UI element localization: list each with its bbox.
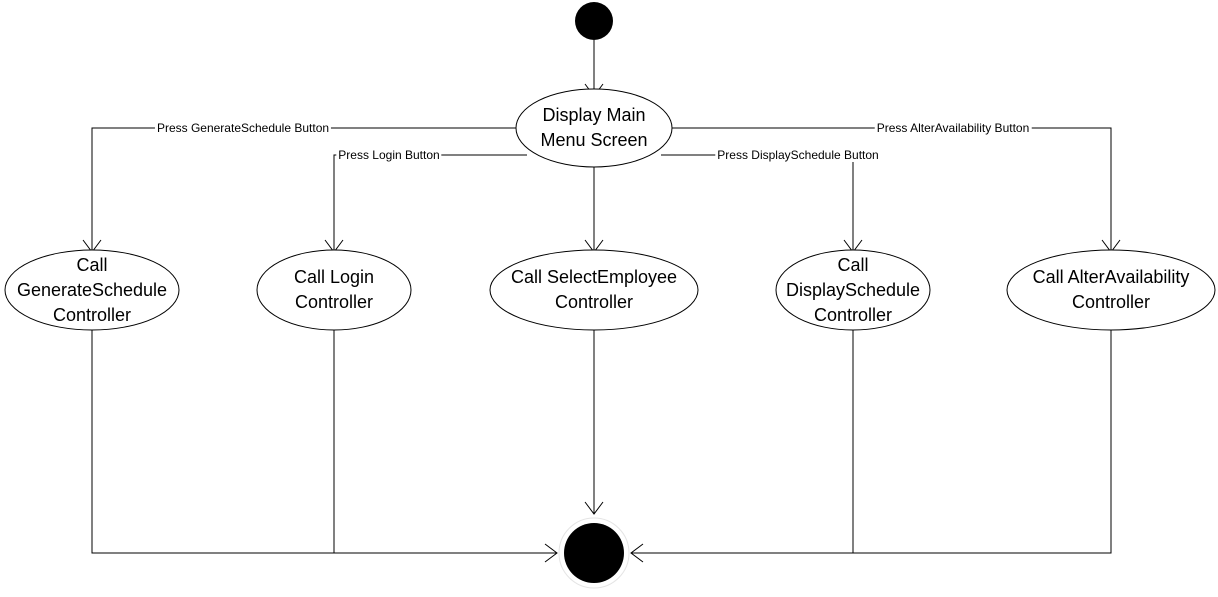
transition-label-generate-schedule: Press GenerateSchedule Button [154, 121, 332, 135]
state-login [256, 249, 412, 331]
edge-alter-to-final [631, 330, 1112, 554]
state-main-menu [515, 88, 673, 168]
state-select-employee [489, 249, 699, 331]
arrowhead-final-top [584, 501, 604, 515]
edge-to-login [333, 154, 527, 252]
state-display-schedule [775, 249, 931, 331]
initial-node [575, 2, 613, 40]
state-alter-availability [1006, 249, 1216, 331]
transition-label-alter-availability: Press AlterAvailability Button [874, 121, 1032, 135]
edge-generate-to-final [91, 330, 557, 554]
edge-to-alter-availability [671, 127, 1112, 252]
arrowhead-final-right [630, 543, 644, 563]
edge-to-display-schedule [661, 154, 854, 252]
transition-label-login: Press Login Button [336, 148, 442, 162]
transition-label-display-schedule: Press DisplaySchedule Button [715, 148, 881, 162]
final-node [564, 523, 624, 583]
edge-to-generate-schedule [91, 127, 517, 252]
state-generate-schedule [4, 249, 180, 331]
arrowhead-final-left [544, 543, 558, 563]
